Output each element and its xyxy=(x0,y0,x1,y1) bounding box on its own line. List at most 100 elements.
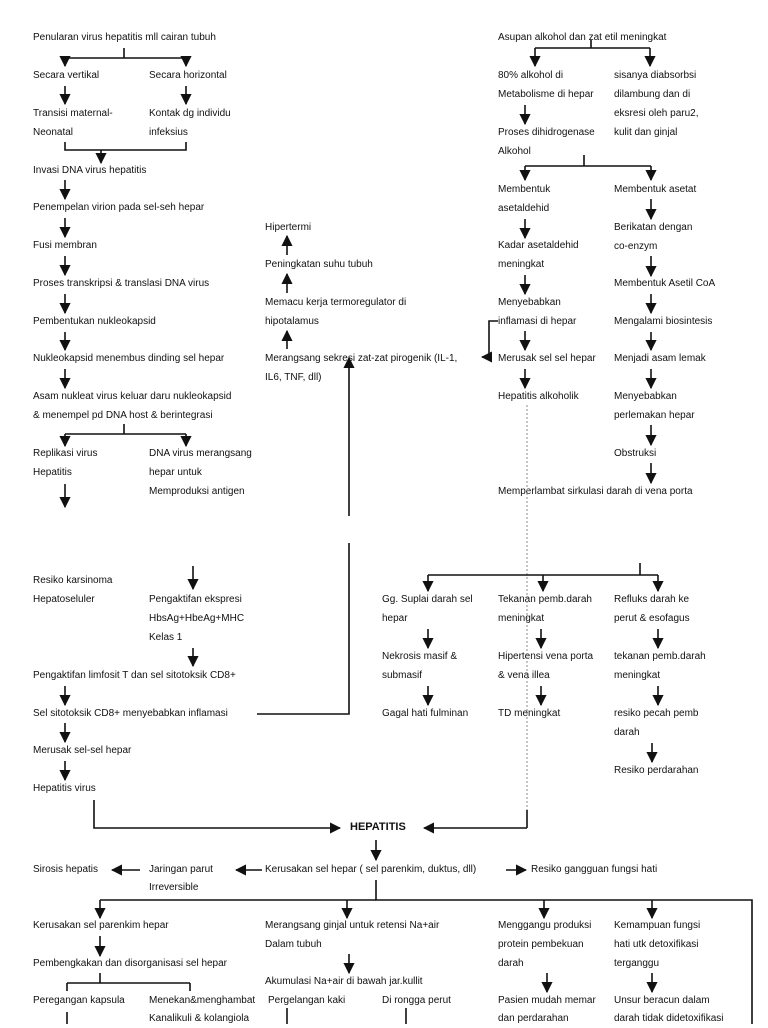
node-acetald-1: Membentuk xyxy=(498,184,551,195)
node-reflux-1: Refluks darah ke xyxy=(614,594,690,605)
node-expression-3: Kelas 1 xyxy=(149,632,183,643)
node-coenzyme-2: co-enzym xyxy=(614,241,658,252)
node-invasion: Invasi DNA virus hepatitis xyxy=(33,165,147,176)
node-absorb-4: kulit dan ginjal xyxy=(614,127,678,138)
node-portal-circulation: Memperlambat sirkulasi darah di vena por… xyxy=(498,486,693,497)
node-kidney-1: Merangsang ginjal untuk retensi Na+air xyxy=(265,920,440,931)
node-bruise-1: Pasien mudah memar xyxy=(498,995,596,1006)
node-kidney-2: Dalam tubuh xyxy=(265,939,322,950)
node-scar-2: Irreversible xyxy=(149,882,199,893)
node-rupture-1: resiko pecah pemb xyxy=(614,708,699,719)
node-transmission: Penularan virus hepatitis mll cairan tub… xyxy=(33,32,216,43)
node-hepatitis: HEPATITIS xyxy=(350,821,406,833)
node-release-1: Asam nukleat virus keluar daru nukleokap… xyxy=(33,391,232,402)
node-carcinoma-2: Hepatoseluler xyxy=(33,594,95,605)
node-maternal-2: Neonatal xyxy=(33,127,74,138)
node-supply-2: hepar xyxy=(382,613,408,624)
node-expression-2: HbsAg+HbeAg+MHC xyxy=(149,613,245,624)
node-thermo-2: hipotalamus xyxy=(265,316,319,327)
node-detox-2: hati utk detoxifikasi xyxy=(614,939,699,950)
node-contact-1: Kontak dg individu xyxy=(149,108,231,119)
node-dehydro-2: Alkohol xyxy=(498,146,531,157)
node-acetald-level-2: meningkat xyxy=(498,259,545,270)
node-detox-1: Kemampuan fungsi xyxy=(614,920,701,931)
node-td: TD meningkat xyxy=(498,708,561,719)
node-fulminant: Gagal hati fulminan xyxy=(382,708,469,719)
node-capsule: Peregangan kapsula xyxy=(33,995,125,1006)
node-acetate: Membentuk asetat xyxy=(614,184,697,195)
node-replication-2: Hepatitis xyxy=(33,467,72,478)
node-pressure2-2: meningkat xyxy=(614,670,661,681)
node-pyrogen-2: IL6, TNF, dll) xyxy=(265,372,322,383)
node-release-2: & menempel pd DNA host & berintegrasi xyxy=(33,410,213,421)
node-press-1: Menekan&menghambat xyxy=(149,995,256,1006)
node-fatty-acid: Menjadi asam lemak xyxy=(614,353,706,364)
node-rupture-2: darah xyxy=(614,727,640,738)
node-supply-1: Gg. Suplai darah sel xyxy=(382,594,473,605)
connector-intake-split xyxy=(535,40,650,49)
node-function-risk: Resiko gangguan fungsi hati xyxy=(531,864,658,875)
node-acetald-level-1: Kadar asetaldehid xyxy=(498,240,579,251)
node-maternal-1: Transisi maternal- xyxy=(33,108,113,119)
connector-bottom-tree xyxy=(375,880,753,1024)
node-cd8-inflammation: Sel sitotoksik CD8+ menyebabkan inflamas… xyxy=(33,708,228,719)
node-biosynthesis: Mengalami biosintesis xyxy=(614,316,713,327)
node-necrosis-1: Nekrosis masif & xyxy=(382,651,458,662)
node-viral-hepatitis: Hepatitis virus xyxy=(33,783,96,794)
node-pyrogen-1: Merangsang sekresi zat-zat pirogenik (IL… xyxy=(265,353,458,364)
node-carcinoma-1: Resiko karsinoma xyxy=(33,575,113,586)
node-hyperthermia: Hipertermi xyxy=(265,222,312,233)
node-swelling: Pembengkakan dan disorganisasi sel hepar xyxy=(33,958,228,969)
node-antigen-2: hepar untuk xyxy=(149,467,202,478)
node-toxic-2: darah tidak didetoxifikasi xyxy=(614,1013,724,1024)
node-bleeding: Resiko perdarahan xyxy=(614,765,699,776)
node-expression-1: Pengaktifan ekspresi xyxy=(149,594,242,605)
node-protein-2: protein pembekuan xyxy=(498,939,584,950)
node-penetrate: Nukleokapsid menembus dinding sel hepar xyxy=(33,353,225,364)
node-temperature: Peningkatan suhu tubuh xyxy=(265,259,373,270)
node-press-2: Kanalikuli & kolangiola xyxy=(149,1013,250,1024)
connector-merge-invasion xyxy=(64,142,187,151)
node-reflux-2: perut & esofagus xyxy=(614,613,690,624)
node-abdomen: Di rongga perut xyxy=(382,995,451,1006)
node-detox-3: terganggu xyxy=(614,958,660,969)
arrow-viral-to-hepatitis xyxy=(93,800,342,834)
node-pressure2-1: tekanan pemb.darah xyxy=(614,651,706,662)
node-transcription: Proses transkripsi & translasi DNA virus xyxy=(33,278,210,289)
node-dehydro-1: Proses dihidrogenase xyxy=(498,127,595,138)
connector-dehydro-split xyxy=(525,155,651,167)
node-fatty-2: perlemakan hepar xyxy=(614,410,695,421)
node-coenzyme-1: Berikatan dengan xyxy=(614,222,693,233)
node-absorb-2: dilambung dan di xyxy=(614,89,691,100)
connector-swelling-split xyxy=(67,973,190,984)
node-pressure-1: Tekanan pemb.darah xyxy=(498,594,592,605)
node-antigen-3: Memproduksi antigen xyxy=(149,486,245,497)
node-tcell: Pengaktifan limfosit T dan sel sitotoksi… xyxy=(33,670,236,681)
node-inflam-1: Menyebabkan xyxy=(498,297,561,308)
node-pressure-2: meningkat xyxy=(498,613,545,624)
node-alcoholic-hepatitis: Hepatitis alkoholik xyxy=(498,391,579,402)
connector-transmission-split xyxy=(65,48,186,59)
node-fatty-1: Menyebabkan xyxy=(614,391,677,402)
node-alcohol-intake: Asupan alkohol dan zat etil meningkat xyxy=(498,32,667,43)
node-parenchyma: Kerusakan sel parenkim hepar xyxy=(33,920,169,931)
node-damage-cells: Merusak sel-sel hepar xyxy=(33,745,132,756)
node-vertical: Secara vertikal xyxy=(33,70,100,81)
node-inflam-2: inflamasi di hepar xyxy=(498,316,577,327)
node-hypertension-2: & vena illea xyxy=(498,670,550,681)
node-necrosis-2: submasif xyxy=(382,670,423,681)
node-replication-1: Replikasi virus xyxy=(33,448,98,459)
node-metab-2: Metabolisme di hepar xyxy=(498,89,594,100)
node-liver-damage: Kerusakan sel hepar ( sel parenkim, dukt… xyxy=(265,864,477,875)
node-scar-1: Jaringan parut xyxy=(149,864,213,875)
node-fusion: Fusi membran xyxy=(33,240,97,251)
node-ankle: Pergelangan kaki xyxy=(268,995,346,1006)
arrow-inflam-to-pyrogen xyxy=(480,320,498,363)
connector-portal-split xyxy=(428,563,658,576)
node-bruise-2: dan perdarahan xyxy=(498,1013,569,1024)
node-accum: Akumulasi Na+air di bawah jar.kullit xyxy=(265,976,423,987)
node-antigen-1: DNA virus merangsang xyxy=(149,448,252,459)
node-alcohol-damage: Merusak sel sel hepar xyxy=(498,353,596,364)
node-protein-3: darah xyxy=(498,958,524,969)
node-cirrhosis: Sirosis hepatis xyxy=(33,864,99,875)
